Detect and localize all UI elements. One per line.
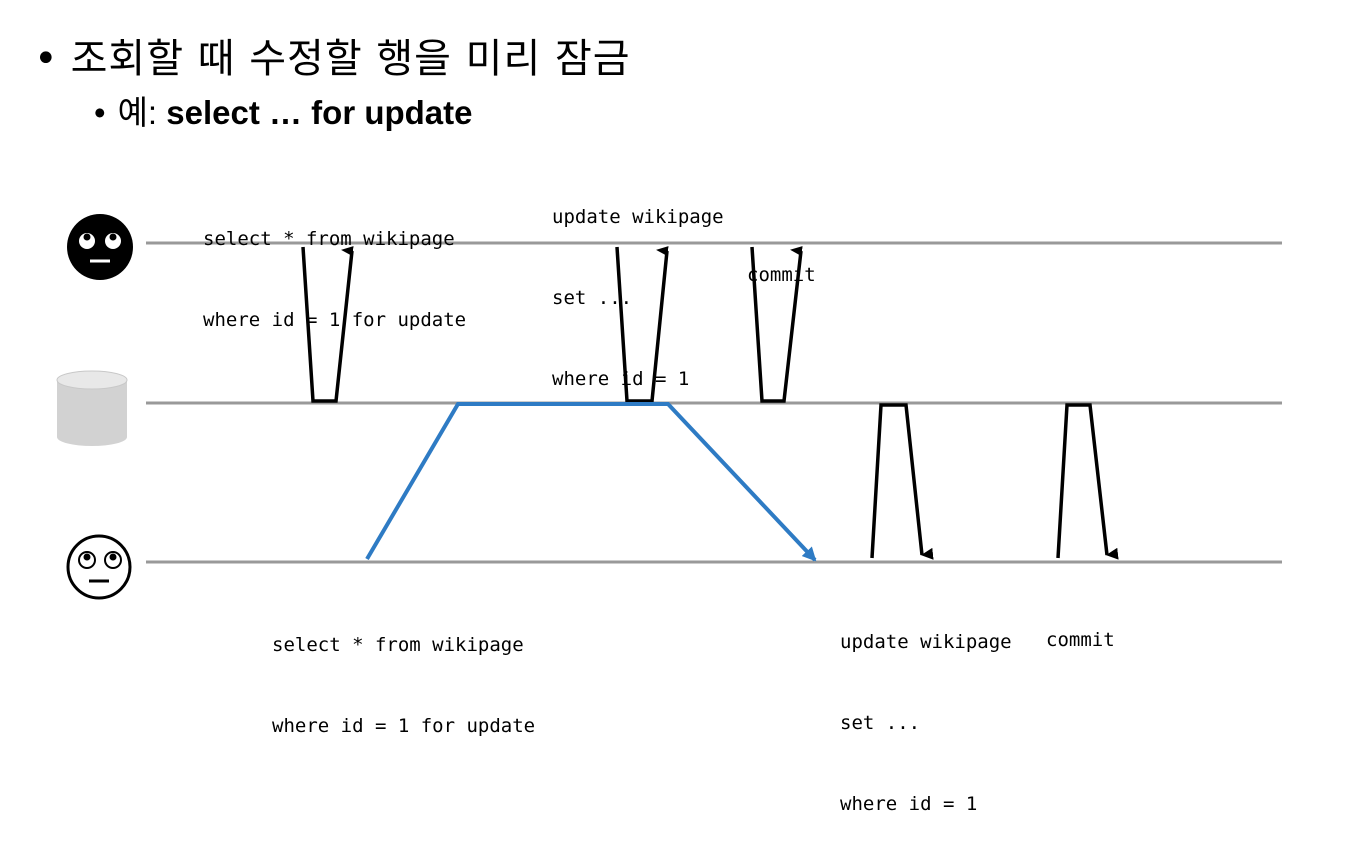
sub-bullet-dot: • — [94, 94, 106, 131]
tx2-lock-wait-path — [365, 402, 817, 562]
tx2-commit-text: commit — [1046, 629, 1115, 651]
tx1-commit-label: commit — [747, 208, 816, 316]
tx1-update-line-1: update wikipage — [552, 206, 724, 228]
tx1-update-line-3: where id = 1 — [552, 368, 690, 390]
eye-roll-face-light-icon — [66, 534, 132, 600]
tx2-commit-roundtrip — [1056, 403, 1119, 560]
tx2-update-line-1: update wikipage — [840, 631, 1012, 653]
tx1-commit-roundtrip — [750, 246, 803, 403]
sub-bullet-prefix: 예: — [117, 94, 158, 131]
tx2-update-line-3: where id = 1 — [840, 793, 978, 815]
tx1-update-roundtrip — [615, 246, 669, 403]
main-bullet-text: 조회할 때 수정할 행을 미리 잠금 — [70, 36, 631, 82]
sub-bullet: • 예: select … for update — [94, 86, 473, 134]
sequence-diagram — [56, 214, 1282, 600]
tx1-commit-text: commit — [747, 264, 816, 286]
tx1-select-line-2: where id = 1 for update — [203, 309, 467, 331]
main-bullet: •조회할 때 수정할 행을 미리 잠금 — [34, 26, 631, 84]
tx2-update-roundtrip — [870, 403, 934, 560]
tx2-select-line-2: where id = 1 for update — [272, 715, 536, 737]
tx2-commit-label: commit — [1046, 573, 1115, 681]
eye-roll-face-dark-icon — [67, 214, 133, 280]
tx2-select-label: select * from wikipage where id = 1 for … — [272, 578, 535, 767]
tx1-update-line-2: set ... — [552, 287, 633, 309]
sub-bullet-code: select … for update — [166, 94, 473, 131]
database-cylinder-icon — [56, 370, 128, 446]
tx1-update-label: update wikipage set ... where id = 1 — [552, 150, 724, 420]
bullet-dot: • — [34, 36, 59, 82]
tx1-select-roundtrip — [301, 246, 354, 403]
tx1-select-line-1: select * from wikipage — [203, 228, 455, 250]
tx2-update-label: update wikipage set ... where id = 1 — [840, 575, 1012, 845]
tx1-select-label: select * from wikipage where id = 1 for … — [203, 172, 466, 361]
tx2-select-line-1: select * from wikipage — [272, 634, 524, 656]
tx2-update-line-2: set ... — [840, 712, 921, 734]
